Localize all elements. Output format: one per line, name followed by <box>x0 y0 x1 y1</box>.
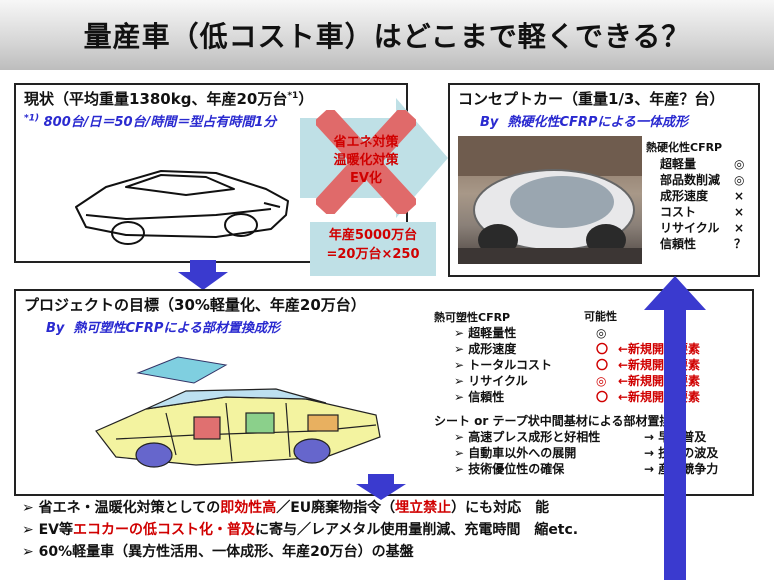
prop-label: リサイクル <box>660 221 720 235</box>
concept-prop-row: 信頼性 ？ <box>646 236 752 252</box>
project-sub-text: 熱可塑性CFRPによる部材置換成形 <box>73 321 281 336</box>
prop-mark: ？ <box>734 237 747 251</box>
mass-line: 年産5000万台 <box>328 228 418 243</box>
conclusion-item: ➢ EV等エコカーの低コスト化・普及に寄与／レアメタル使用量削減、充電時間 縮e… <box>22 522 579 538</box>
policy-line: 温暖化対策 <box>333 153 399 168</box>
status-title-text: 現状（平均重量1380kg、年産20万台 <box>24 90 288 108</box>
prop-label: コスト <box>660 205 697 219</box>
prop-label: リサイクル <box>468 374 528 388</box>
highlight-text: 即効性高 <box>220 500 277 516</box>
text: ／EU廃棄物指令（ <box>276 500 396 516</box>
prop-label: 部品数削減 <box>660 173 721 187</box>
project-box: プロジェクトの目標（30%軽量化、年産20万台） By 熱可塑性CFRPによる部… <box>14 289 754 496</box>
status-note-sup: *1) <box>24 113 40 124</box>
concept-by: By <box>480 115 499 130</box>
text: に寄与／レアメタル使用量削減、充電時間 縮etc. <box>255 522 579 538</box>
car-body-illustration <box>95 356 381 468</box>
prop-label: 信頼性 <box>468 390 505 404</box>
concept-subtitle: By 熱硬化性CFRPによる一体成形 <box>480 111 758 130</box>
mass-production-box: 年産5000万台 =20万台×250 <box>310 222 436 276</box>
prop-mark: ◎ <box>734 157 745 171</box>
prop-mark: × <box>734 205 745 219</box>
conclusion-item: ➢ 省エネ・温暖化対策としての即効性高／EU廃棄物指令（埋立禁止）にも対応 能 <box>22 500 550 516</box>
highlight-text: 埋立禁止 <box>395 500 452 516</box>
conclusion-item: ➢ 60%軽量車（異方性活用、一体成形、年産20万台）の基盤 <box>22 544 414 560</box>
sheet-item-label: 高速プレス成形と好相性 <box>468 430 601 444</box>
sheet-item-label: 技術優位性の確保 <box>468 462 565 476</box>
concept-properties: 熱硬化性CFRP 超軽量 ◎ 部品数削減 ◎ 成形速度 × コスト × リサイクル × 信… <box>646 140 752 252</box>
project-title: プロジェクトの目標（30%軽量化、年産20万台） <box>24 296 366 314</box>
concept-prop-row: コスト × <box>646 204 752 220</box>
mass-line: =20万台×250 <box>326 247 420 262</box>
policy-text: 省エネ対策 温暖化対策 EV化 <box>316 134 416 188</box>
status-note: *1) 800台/日＝50台/時間＝型占有時間1分 <box>24 111 406 130</box>
project-props-header: 熱可塑性CFRP <box>434 311 511 324</box>
status-title: 現状（平均重量1380kg、年産20万台*1） <box>24 88 406 109</box>
prop-mark: 〇 <box>596 358 609 372</box>
text: 60%軽量車（異方性活用、一体成形、年産20万台）の基盤 <box>38 544 414 560</box>
prop-label: 信頼性 <box>660 237 697 251</box>
status-note-text: 800台/日＝50台/時間＝型占有時間1分 <box>39 115 277 130</box>
down-arrow <box>178 260 228 290</box>
text: ）にも対応 能 <box>451 500 550 516</box>
concept-title: コンセプトカー（重量1/3、年産？台） <box>458 90 725 108</box>
prop-label: 超軽量性 <box>468 326 517 340</box>
sheet-item-label: 自動車以外への展開 <box>468 446 577 460</box>
prop-mark: × <box>734 189 745 203</box>
prop-mark: × <box>734 221 745 235</box>
policy-line: 省エネ対策 <box>333 135 399 150</box>
concept-sub-text: 熱硬化性CFRPによる一体成形 <box>507 115 689 130</box>
prop-label: 超軽量 <box>660 157 697 171</box>
concept-prop-row: 超軽量 ◎ <box>646 156 752 172</box>
prop-mark: 〇 <box>596 342 609 356</box>
red-cross-mark <box>316 110 416 214</box>
status-title-end: ） <box>298 90 314 108</box>
project-prop-row: ➢ 超軽量性◎ <box>454 326 607 340</box>
title-bar: 量産車（低コスト車）はどこまで軽くできる？ <box>0 0 774 70</box>
text: 省エネ・温暖化対策としての <box>38 500 221 516</box>
prop-label: トータルコスト <box>468 358 552 372</box>
prop-mark: ◎ <box>596 374 607 388</box>
concept-prop-row: 成形速度 × <box>646 188 752 204</box>
prop-mark: 〇 <box>596 390 609 404</box>
prop-label: 成形速度 <box>468 342 517 356</box>
project-props-header-row: 熱可塑性CFRP 可能性 <box>434 309 746 325</box>
prop-label: 成形速度 <box>660 189 709 203</box>
prop-mark: ◎ <box>596 326 607 340</box>
sheet-header: シート or テープ状中間基材による部材置換 <box>434 414 672 428</box>
policy-line: EV化 <box>350 171 382 186</box>
conclusion-list: ➢ 省エネ・温暖化対策としての即効性高／EU廃棄物指令（埋立禁止）にも対応 能 … <box>22 497 578 563</box>
up-arrow <box>644 276 706 580</box>
concept-props-header: 熱硬化性CFRP <box>646 141 723 154</box>
status-title-sup: *1 <box>287 91 299 101</box>
project-subtitle: By 熱可塑性CFRPによる部材置換成形 <box>46 317 752 336</box>
concept-prop-row: リサイクル × <box>646 220 752 236</box>
concept-prop-row: 部品数削減 ◎ <box>646 172 752 188</box>
concept-car-photo <box>458 136 642 264</box>
project-by: By <box>46 321 65 336</box>
sports-car-illustration <box>75 170 289 245</box>
prop-mark: ◎ <box>734 173 745 187</box>
possibility-header: 可能性 <box>584 310 617 323</box>
page-title: 量産車（低コスト車）はどこまで軽くできる？ <box>83 20 691 53</box>
highlight-text: エコカーの低コスト化・普及 <box>73 522 256 538</box>
text: EV等 <box>38 522 74 538</box>
down-arrow <box>356 474 406 500</box>
